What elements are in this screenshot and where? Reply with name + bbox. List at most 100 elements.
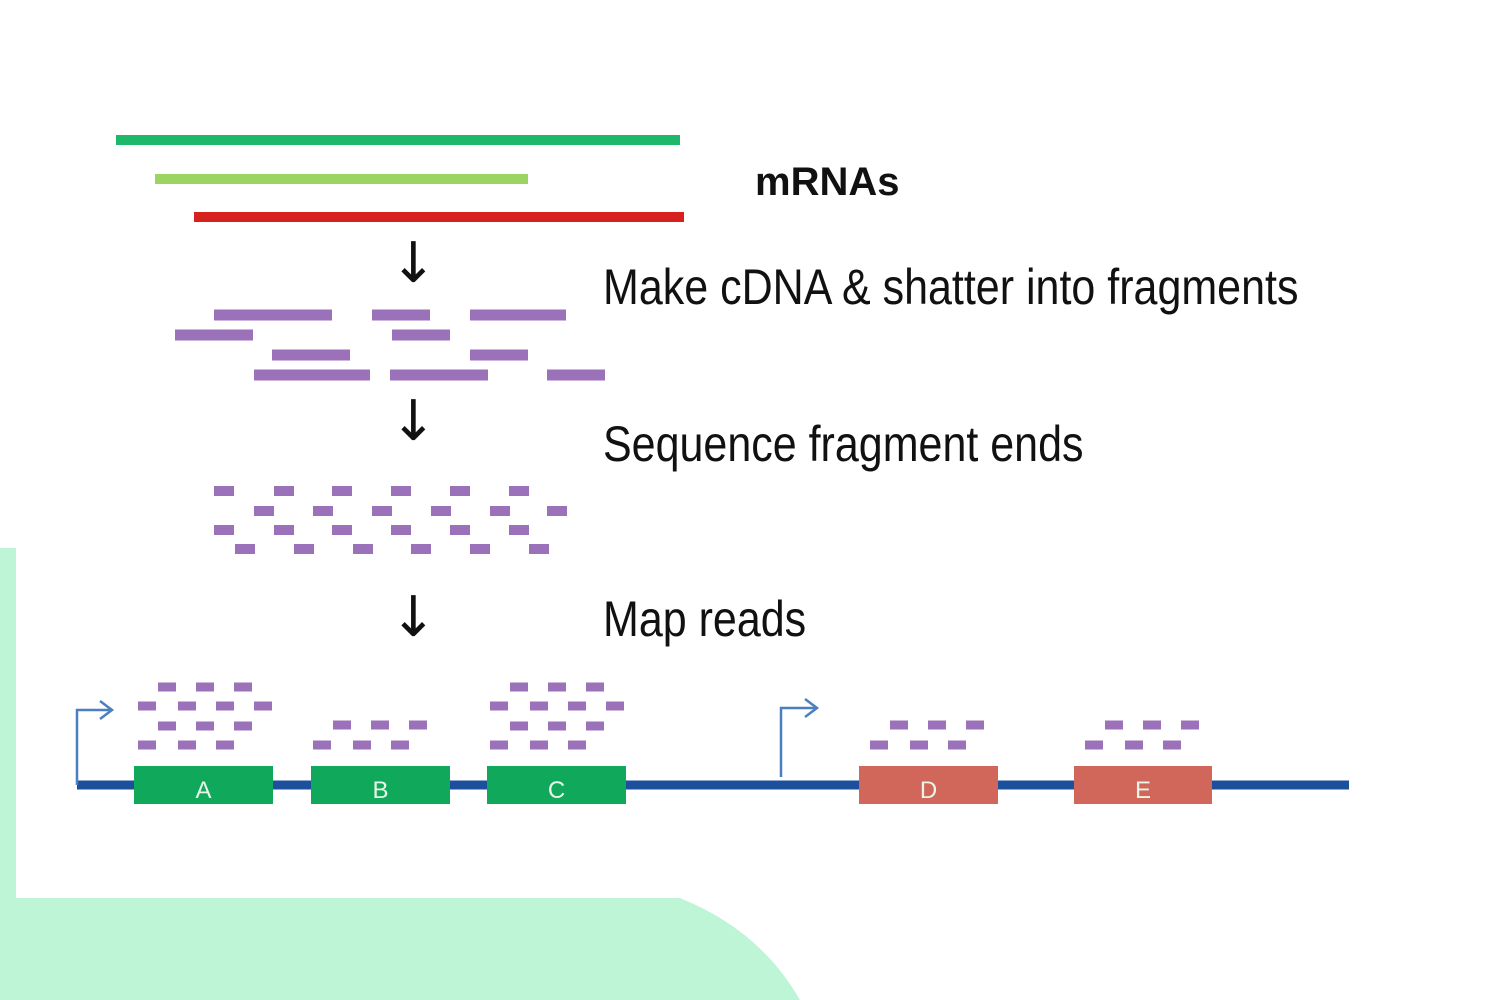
read-dash — [509, 486, 529, 496]
mapped-read — [313, 740, 331, 750]
read-dash — [391, 525, 411, 535]
read-dash — [274, 525, 294, 535]
read-dash — [313, 506, 333, 516]
read-dash — [450, 525, 470, 535]
read-dash — [235, 544, 255, 554]
read-dash — [353, 544, 373, 554]
mapped-read — [890, 720, 908, 730]
mapped-read — [196, 682, 214, 692]
mapped-read — [178, 701, 196, 711]
mapped-read — [1085, 740, 1103, 750]
mapped-read — [490, 740, 508, 750]
exon-a — [134, 766, 273, 804]
mapped-read — [910, 740, 928, 750]
cdna-fragment — [254, 369, 370, 381]
step-label-map: Map reads — [603, 591, 807, 647]
mapped-read — [216, 701, 234, 711]
mapped-read — [510, 721, 528, 731]
mapped-read — [490, 701, 508, 711]
mapped-read — [870, 740, 888, 750]
exon-c — [487, 766, 626, 804]
cdna-fragment — [214, 309, 332, 321]
mapped-read — [138, 740, 156, 750]
mapped-read — [586, 721, 604, 731]
mapped-read — [568, 740, 586, 750]
exon-label: E — [1135, 777, 1151, 804]
read-dash — [214, 525, 234, 535]
sequenced-reads — [214, 486, 567, 554]
mrna-line — [155, 174, 528, 184]
mrna-line — [194, 212, 684, 222]
read-dash — [431, 506, 451, 516]
mapped-read — [928, 720, 946, 730]
mapped-read — [216, 740, 234, 750]
mapped-read — [409, 720, 427, 730]
cdna-fragment — [272, 349, 350, 361]
mrna-lines — [116, 135, 684, 222]
mapped-read — [234, 721, 252, 731]
cdna-fragment — [470, 309, 566, 321]
down-arrow-icon: ↓ — [390, 389, 437, 454]
mapped-read — [530, 740, 548, 750]
mapped-read — [948, 740, 966, 750]
exon-label: B — [372, 777, 388, 804]
mapped-read — [1125, 740, 1143, 750]
read-dash — [391, 486, 411, 496]
step-label-fragment: Make cDNA & shatter into fragments — [603, 259, 1299, 315]
exon-label: C — [548, 777, 565, 804]
mapped-read — [606, 701, 624, 711]
read-dash — [372, 506, 392, 516]
cdna-fragment — [470, 349, 528, 361]
cdna-fragment — [547, 369, 605, 381]
mapped-read — [333, 720, 351, 730]
mapped-read — [1105, 720, 1123, 730]
exon-label: D — [920, 777, 937, 804]
mapped-read — [196, 721, 214, 731]
read-dash — [450, 486, 470, 496]
read-dash — [411, 544, 431, 554]
mapped-read — [391, 740, 409, 750]
mapped-read — [548, 721, 566, 731]
mapped-read — [158, 682, 176, 692]
read-dash — [529, 544, 549, 554]
mapped-read — [966, 720, 984, 730]
tss-arrow-icon — [804, 698, 820, 718]
read-dash — [214, 486, 234, 496]
genome-line — [77, 780, 1349, 790]
mapped-read — [548, 682, 566, 692]
mapped-read — [586, 682, 604, 692]
mapped-read — [510, 682, 528, 692]
mapped-read — [1181, 720, 1199, 730]
mapped-read — [1163, 740, 1181, 750]
exon-e — [1074, 766, 1212, 804]
mrna-line — [116, 135, 680, 145]
read-dash — [332, 525, 352, 535]
mapped-read — [254, 701, 272, 711]
mapped-read — [178, 740, 196, 750]
cdna-fragment — [392, 329, 450, 341]
read-dash — [547, 506, 567, 516]
read-dash — [254, 506, 274, 516]
step-label-sequence: Sequence fragment ends — [603, 416, 1084, 472]
mapped-read — [568, 701, 586, 711]
cdna-fragment — [175, 329, 253, 341]
mapped-read — [371, 720, 389, 730]
cdna-fragment — [372, 309, 430, 321]
read-dash — [332, 486, 352, 496]
mapped-read — [1143, 720, 1161, 730]
tss-arrow-icon — [75, 708, 110, 785]
mapped-read — [353, 740, 371, 750]
read-dash — [470, 544, 490, 554]
read-dash — [274, 486, 294, 496]
exon-d — [859, 766, 998, 804]
mrnas-label: mRNAs — [755, 160, 900, 204]
mapped-read — [530, 701, 548, 711]
mapped-read — [234, 682, 252, 692]
cdna-fragments — [175, 309, 605, 381]
read-dash — [294, 544, 314, 554]
down-arrow-icon: ↓ — [390, 231, 437, 296]
mapped-read — [138, 701, 156, 711]
